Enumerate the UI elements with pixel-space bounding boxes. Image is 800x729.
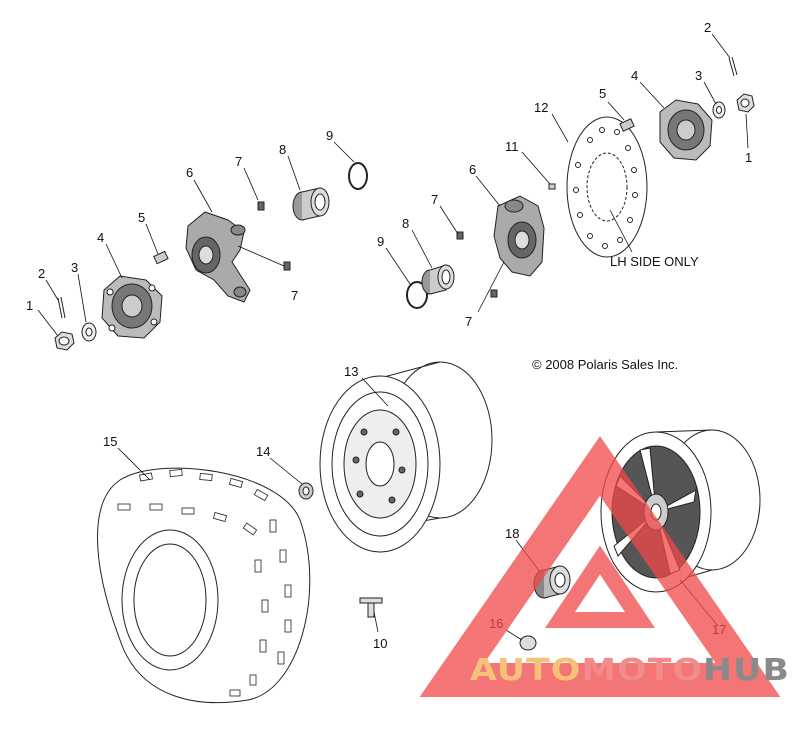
callout-6-right: 6: [469, 162, 476, 177]
lug-nut: [298, 482, 314, 500]
washer-right: [712, 101, 726, 119]
steering-knuckle-right: [493, 195, 545, 277]
bearing-right: [421, 264, 455, 295]
callout-4-right: 4: [631, 68, 638, 83]
copyright-text: © 2008 Polaris Sales Inc.: [532, 357, 678, 372]
callout-numbers: 2 3 1 4 5 6 7 7 8 9 2 4 3 5 1 12 11 6 7 …: [26, 20, 752, 651]
callout-7-right-bottom: 7: [465, 314, 472, 329]
rotor-side-note: LH SIDE ONLY: [610, 254, 699, 269]
callout-4-left: 4: [97, 230, 104, 245]
valve-cap: [519, 635, 537, 651]
wheel-stud-right: [619, 118, 635, 132]
wheel-stud-left: [153, 250, 169, 265]
valve-stem: [359, 597, 383, 618]
callout-13: 13: [344, 364, 358, 379]
callout-7-left-bottom: 7: [291, 288, 298, 303]
hub-right: [659, 99, 713, 161]
right-hub-assembly: [406, 56, 755, 309]
snap-ring-right: [406, 281, 428, 309]
watermark-auto: AUTO: [470, 653, 582, 688]
washer-left: [81, 322, 97, 342]
callout-5-right: 5: [599, 86, 606, 101]
callout-7-left-top: 7: [235, 154, 242, 169]
grease-fitting-right-bottom: [490, 289, 498, 298]
callout-18: 18: [505, 526, 519, 541]
snap-ring-left: [348, 162, 368, 190]
callout-2-left: 2: [38, 266, 45, 281]
callout-9-right: 9: [377, 234, 384, 249]
alloy-wheel: [600, 429, 761, 593]
axle-nut-right: [736, 93, 755, 113]
bearing-left: [292, 187, 330, 221]
hub-left: [101, 275, 163, 339]
callout-15: 15: [103, 434, 117, 449]
grease-fitting-left-bottom: [283, 261, 291, 271]
callout-2-right: 2: [704, 20, 711, 35]
callout-8-left: 8: [279, 142, 286, 157]
callout-1-left: 1: [26, 298, 33, 313]
left-hub-assembly: [54, 162, 368, 351]
callout-6-left: 6: [186, 165, 193, 180]
callout-10: 10: [373, 636, 387, 651]
grease-fitting-left-top: [257, 201, 265, 211]
callout-5-left: 5: [138, 210, 145, 225]
callout-12: 12: [534, 100, 548, 115]
cotter-pin-left: [57, 296, 66, 319]
leader-lines: [37, 33, 749, 641]
callout-11: 11: [505, 139, 519, 154]
callout-3-right: 3: [695, 68, 702, 83]
cotter-pin-right: [728, 56, 738, 77]
grease-fitting-right-top: [456, 231, 464, 240]
watermark-hub: HUB: [703, 653, 790, 688]
callout-14: 14: [256, 444, 270, 459]
brake-rotor: [566, 116, 648, 258]
steering-knuckle-left: [185, 211, 251, 303]
rotor-screw: [548, 183, 556, 190]
watermark-triangle: [419, 436, 781, 697]
axle-nut-left: [54, 331, 75, 351]
steel-wheel: [319, 361, 493, 553]
tire: [97, 467, 311, 704]
callout-3-left: 3: [71, 260, 78, 275]
callout-9-left: 9: [326, 128, 333, 143]
watermark-moto: MOTO: [582, 653, 704, 688]
callout-7-right-top: 7: [431, 192, 438, 207]
callout-1-right: 1: [745, 150, 752, 165]
callout-8-right: 8: [402, 216, 409, 231]
